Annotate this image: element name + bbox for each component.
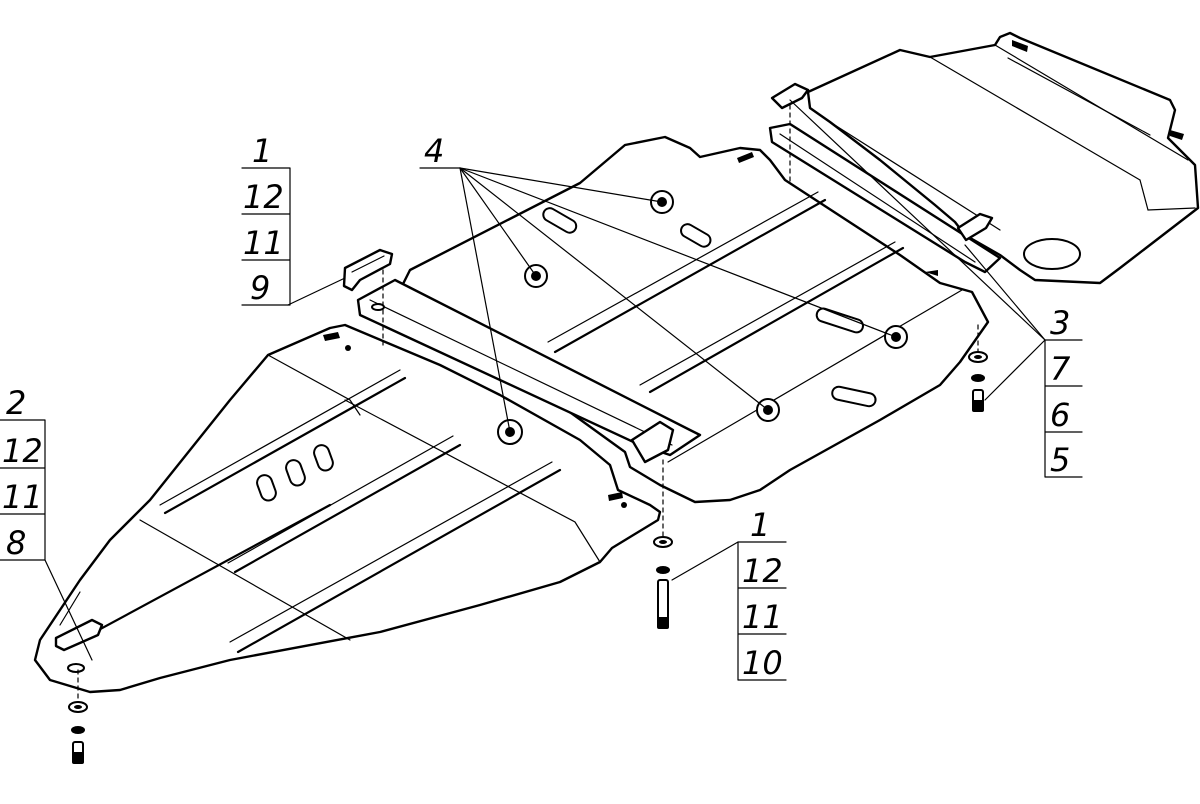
fastener-stack-center [653,459,673,629]
callout-label: 1 [750,506,770,544]
callout-label: 12 [2,432,43,470]
bracket-8 [54,618,104,652]
rear-skid-plate [806,31,1200,285]
callout-label: 7 [1050,350,1071,388]
callout-label: 9 [250,269,270,307]
callout-label-4: 4 [424,132,444,170]
callout-label: 12 [243,178,284,216]
fastener-stack-right [968,324,988,412]
fastener-stack-left [68,669,88,764]
center-skid-plate [398,135,990,504]
callout-group-bottom-center: 1 12 11 10 [737,506,787,682]
callout-label: 8 [6,524,26,562]
callout-label: 10 [742,644,783,682]
callout-label: 1 [252,132,272,170]
bracket-5-top [770,82,810,110]
callout-group-right: 3 7 6 5 [1044,304,1083,479]
callout-label: 11 [742,598,783,636]
callout-group-left: 2 12 11 8 [0,384,46,562]
callout-label: 6 [1050,396,1070,434]
callout-label: 12 [742,552,783,590]
leader-lines [44,99,1046,661]
callout-label: 3 [1050,304,1070,342]
callout-label: 11 [243,224,284,262]
bracket-5-right [956,212,994,242]
rear-plate-oil-hole [1023,238,1081,270]
front-crossmember [356,278,702,464]
callout-group-top-left: 1 12 11 9 [241,132,291,307]
callout-label: 2 [6,384,26,422]
bracket-9 [342,248,394,292]
callout-label: 11 [2,478,43,516]
callout-label: 5 [1050,441,1070,479]
